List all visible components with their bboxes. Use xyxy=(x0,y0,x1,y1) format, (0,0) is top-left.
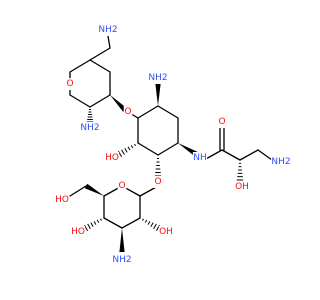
bond-ch2-nh2 xyxy=(107,35,111,49)
hashed-bond-oh1 xyxy=(117,143,136,157)
label-background xyxy=(112,254,132,266)
label-background xyxy=(271,156,291,168)
glycosidic-oxygen-label-2: O xyxy=(153,176,163,188)
label-background xyxy=(54,194,70,206)
amine-label-a: NH2 xyxy=(80,122,100,134)
hashed-bond-nh2-a xyxy=(86,109,94,123)
bond-ring2 xyxy=(157,142,179,156)
amine-label-top-text: NH2 xyxy=(98,25,117,35)
bond-ring1 xyxy=(69,59,91,73)
amine-label-chain-text: NH2 xyxy=(271,157,290,167)
label-background xyxy=(104,152,120,164)
ring-oxygen-label-3: O xyxy=(117,180,127,192)
bond-chain xyxy=(239,149,259,161)
ring-oxygen-label-1: O xyxy=(65,78,75,90)
hash-stroke xyxy=(90,222,94,227)
wedge-bond-ch2oh xyxy=(84,183,104,196)
bond-ring2 xyxy=(157,105,179,119)
hash-stroke xyxy=(121,149,125,155)
label-background xyxy=(98,24,118,36)
bond-ring2 xyxy=(137,142,159,156)
hydroxyl-label-4-text: HO xyxy=(71,227,85,237)
glycosidic-oxygen-label-2-text: O xyxy=(154,177,161,187)
label-background xyxy=(153,176,163,188)
hydroxyl-label-4: HO xyxy=(70,226,86,238)
hydroxyl-label-2-text: OH xyxy=(235,182,249,192)
hydroxyl-label-3-text: OH xyxy=(159,227,173,237)
label-background xyxy=(80,122,100,134)
bond-layer xyxy=(69,35,273,252)
amine-label-top: NH2 xyxy=(98,24,118,36)
amide-nh-label: NH xyxy=(192,152,208,164)
hash-stroke xyxy=(147,221,151,225)
bond-ring1 xyxy=(89,94,111,108)
bond-ring1 xyxy=(69,94,91,108)
bond-ring3 xyxy=(103,217,123,229)
hash-stroke xyxy=(150,222,154,227)
carbonyl-oxygen-label-text: O xyxy=(218,117,225,127)
ring-oxygen-label-3-text: O xyxy=(118,181,125,191)
bond-chain-nh2 xyxy=(257,149,273,161)
wedge-bond-nh-amide xyxy=(178,143,198,157)
wedge-bond-nh2-bottom xyxy=(119,228,125,252)
amine-label-chain: NH2 xyxy=(271,156,291,168)
hash-stroke xyxy=(87,223,91,229)
carbonyl-oxygen-label: O xyxy=(217,116,227,128)
label-background xyxy=(117,180,127,192)
amine-label-b-text: NH2 xyxy=(148,73,167,83)
hydroxyl-label-1: HO xyxy=(104,152,120,164)
hashed-bond-oh4 xyxy=(84,218,102,232)
amine-label-bottom: NH2 xyxy=(112,254,132,266)
hash-stroke xyxy=(127,146,131,151)
bond-ring1 xyxy=(89,59,111,73)
label-background xyxy=(192,152,208,164)
bond-ring2 xyxy=(137,105,159,119)
amine-label-bottom-text: NH2 xyxy=(112,255,131,265)
hash-stroke xyxy=(96,219,100,223)
hash-stroke xyxy=(124,148,128,153)
hydroxymethyl-label-text: HO xyxy=(55,195,69,205)
label-background xyxy=(217,116,227,128)
label-background xyxy=(148,72,168,84)
amine-label-a-text: NH2 xyxy=(80,123,99,133)
hash-stroke xyxy=(134,143,136,146)
ring-oxygen-label-1-text: O xyxy=(66,79,73,89)
hydroxymethyl-label: HO xyxy=(54,194,70,206)
label-background xyxy=(70,226,86,238)
label-background xyxy=(234,181,250,193)
hashed-bond-oh3 xyxy=(142,218,160,232)
amine-label-b: NH2 xyxy=(148,72,168,84)
bond-ring3 xyxy=(121,217,141,229)
bond-chain xyxy=(221,149,241,161)
glycosidic-oxygen-label-1-text: O xyxy=(124,107,131,117)
hydroxyl-label-3: OH xyxy=(158,226,174,238)
hash-stroke xyxy=(130,145,134,149)
hash-stroke xyxy=(144,219,148,223)
hash-stroke xyxy=(153,223,157,229)
label-background xyxy=(158,226,174,238)
hashed-bond-oh2 xyxy=(236,162,244,181)
wedge-bond-o-link1 xyxy=(110,95,127,112)
amide-nh-label-text: NH xyxy=(193,153,207,163)
wedge-bond-nh2-b xyxy=(155,84,161,106)
bond-ring1 xyxy=(89,47,111,61)
hashed-bond-o-link2 xyxy=(154,158,162,177)
hydroxyl-label-1-text: HO xyxy=(105,153,119,163)
hash-stroke xyxy=(93,221,97,225)
bond-ch2-oh xyxy=(69,185,87,197)
label-background xyxy=(65,78,75,90)
hydroxyl-label-2: OH xyxy=(234,181,250,193)
label-background xyxy=(123,106,133,118)
glycosidic-oxygen-label-1: O xyxy=(123,106,133,118)
hash-stroke xyxy=(100,218,102,221)
hash-stroke xyxy=(142,218,144,221)
